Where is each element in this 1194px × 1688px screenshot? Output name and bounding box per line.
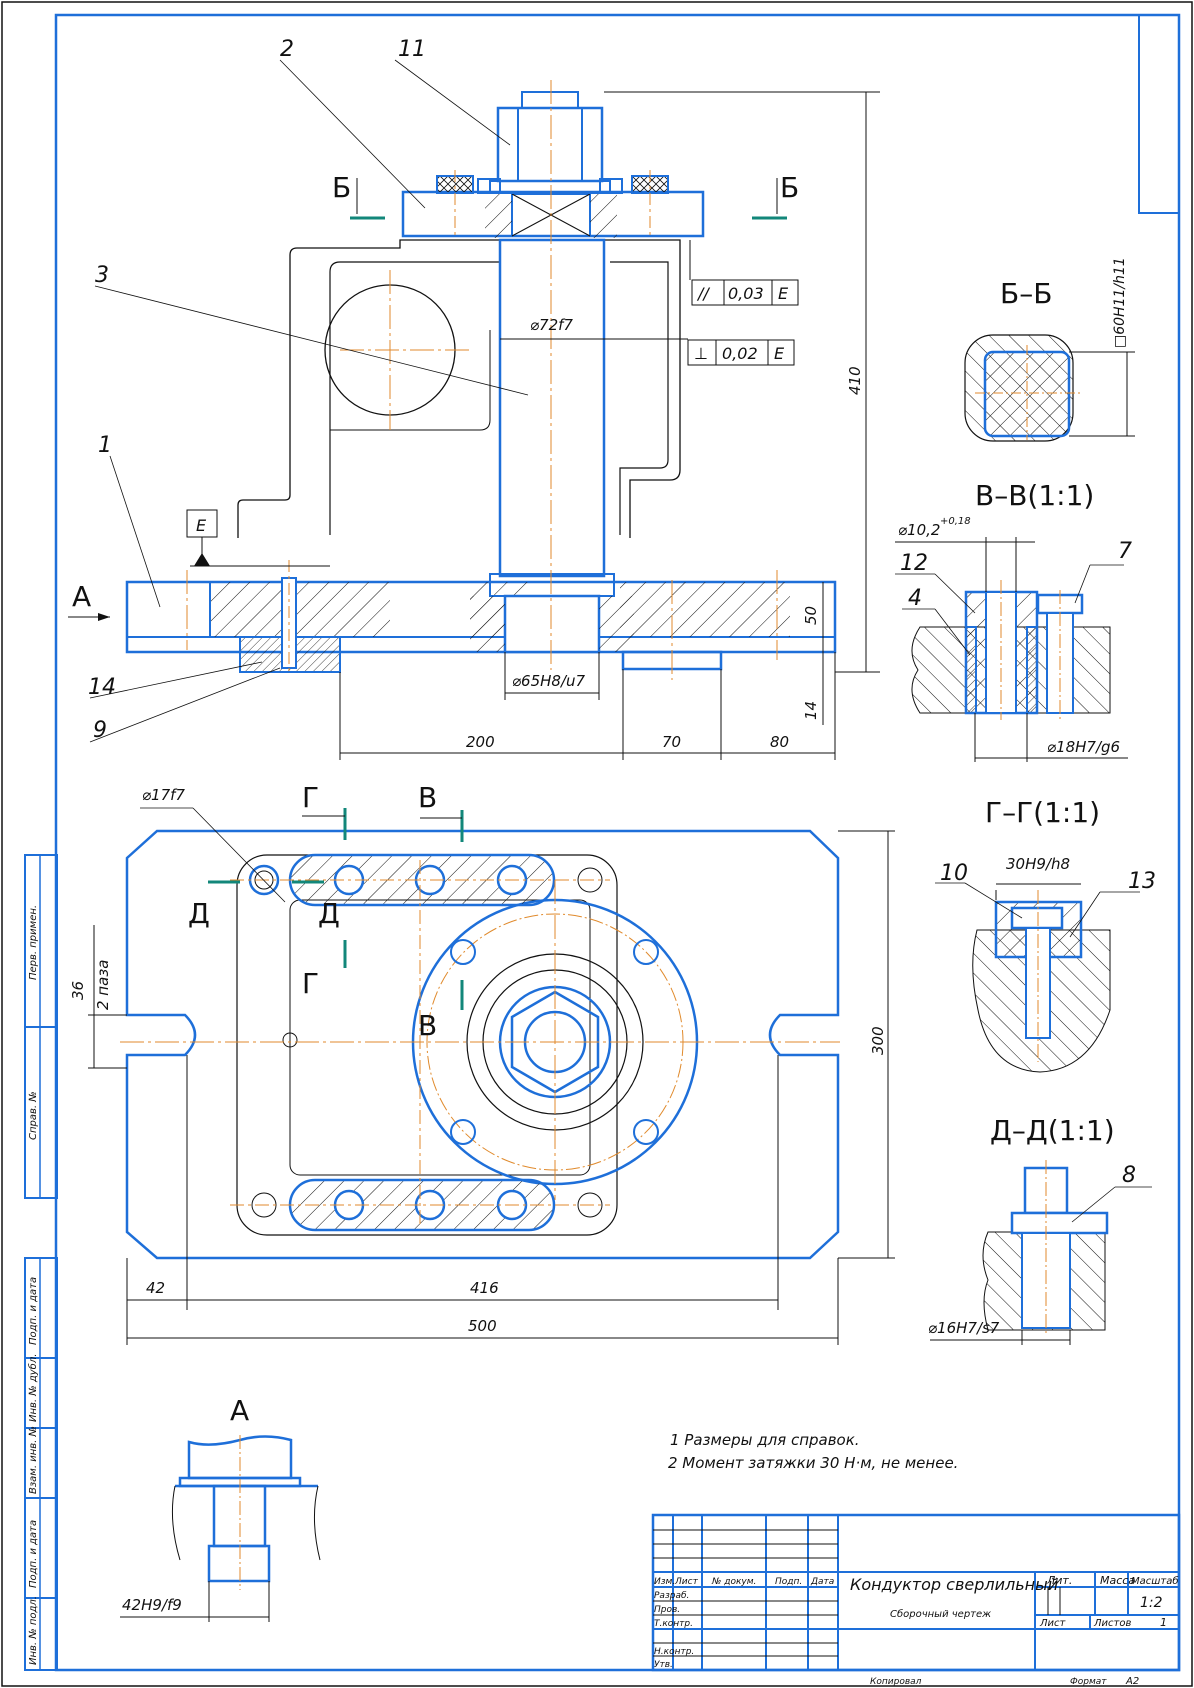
plan-view bbox=[88, 807, 895, 1345]
front-view bbox=[68, 59, 880, 760]
side-stamp: Перв. примен. Справ. № Подп. и дата Инв.… bbox=[24, 854, 58, 1671]
dim-a42: 42H9/f9 bbox=[122, 1596, 182, 1614]
section-mark-b-left: Б bbox=[332, 171, 351, 204]
dim-d10-tol: +0,18 bbox=[940, 516, 971, 527]
tolerance-datum: Е bbox=[778, 284, 789, 303]
tolerance-symbol: ⊥ bbox=[694, 344, 708, 363]
tb-copied: Копировал bbox=[870, 1677, 922, 1687]
dim-36: 36 bbox=[69, 981, 87, 1000]
tb-scale-value: 1:2 bbox=[1140, 1595, 1163, 1611]
tb-mass: Масса bbox=[1100, 1574, 1135, 1587]
dim-70: 70 bbox=[662, 733, 681, 751]
tb-sheet: Лист bbox=[1039, 1618, 1067, 1629]
dim-300: 300 bbox=[869, 1026, 887, 1055]
dim-slots: 2 паза bbox=[94, 960, 112, 1010]
dim-d10: ⌀10,2 bbox=[898, 521, 940, 539]
technical-note: 2 Момент затяжки 30 Н·м, не менее. bbox=[668, 1454, 958, 1472]
section-mark-d: Д bbox=[188, 897, 210, 930]
tb-sheets-count: 1 bbox=[1160, 1616, 1167, 1629]
tb-scale-label: Масштаб bbox=[1131, 1575, 1179, 1587]
section-mark-d: Д bbox=[318, 897, 340, 930]
tolerance-datum: Е bbox=[774, 344, 785, 363]
tolerance-value: 0,03 bbox=[728, 284, 764, 303]
side-stamp-label: Подп. и дата bbox=[28, 1277, 39, 1345]
position-label: 13 bbox=[1128, 869, 1156, 894]
side-stamp-label: Перв. примен. bbox=[28, 905, 39, 980]
tb-header-izm: Изм. bbox=[654, 1577, 675, 1587]
view-title-a: А bbox=[230, 1394, 249, 1427]
side-stamp-label: Справ. № bbox=[28, 1091, 39, 1140]
section-gg bbox=[935, 882, 1140, 1073]
dim-d72: ⌀72f7 bbox=[530, 316, 573, 334]
drawing-title: Кондуктор сверлильный bbox=[850, 1575, 1058, 1594]
position-label: 2 bbox=[280, 37, 294, 62]
tb-role: Пров. bbox=[654, 1605, 680, 1615]
tb-format-label: Формат bbox=[1070, 1677, 1107, 1687]
section-mark-b-right: Б bbox=[780, 171, 799, 204]
section-title-gg: Г–Г(1:1) bbox=[985, 796, 1100, 829]
dim-w30: 30H9/h8 bbox=[1006, 855, 1070, 873]
dim-14: 14 bbox=[802, 701, 820, 720]
position-label: 9 bbox=[93, 718, 107, 743]
tolerance-symbol: // bbox=[696, 284, 710, 303]
technical-note: 1 Размеры для справок. bbox=[670, 1431, 860, 1449]
side-stamp-label: Инв. № подл. bbox=[28, 1596, 39, 1665]
dim-410: 410 bbox=[846, 366, 864, 395]
section-mark-g: Г bbox=[302, 967, 319, 1000]
section-mark-v: В bbox=[418, 1009, 437, 1042]
section-dd bbox=[930, 1160, 1152, 1345]
inner-frame bbox=[54, 13, 1181, 1672]
position-label: 11 bbox=[398, 37, 426, 62]
dim-416: 416 bbox=[470, 1279, 499, 1297]
top-right-stamp-box bbox=[1138, 14, 1180, 214]
dim-d16: ⌀16H7/s7 bbox=[928, 1319, 1000, 1337]
position-label: 14 bbox=[88, 675, 116, 700]
section-vv bbox=[895, 537, 1128, 762]
tb-header-doc: № докум. bbox=[711, 1577, 756, 1587]
datum-e-label: Е bbox=[196, 516, 207, 535]
tb-format: А2 bbox=[1125, 1676, 1139, 1687]
side-stamp-label: Инв. № дубл. bbox=[27, 1354, 39, 1422]
tb-role: Н.контр. bbox=[654, 1647, 694, 1657]
tb-header-sign: Подп. bbox=[775, 1577, 802, 1587]
section-title-bb: Б–Б bbox=[1000, 277, 1052, 310]
section-mark-g: Г bbox=[302, 781, 319, 814]
tb-role: Утв. bbox=[654, 1660, 673, 1670]
section-bb bbox=[964, 334, 1135, 442]
dim-50: 50 bbox=[802, 606, 820, 625]
tb-role: Разраб. bbox=[654, 1591, 689, 1601]
dim-80: 80 bbox=[770, 733, 789, 751]
side-stamp-label: Взам. инв. № bbox=[28, 1426, 39, 1494]
position-label: 8 bbox=[1122, 1163, 1136, 1188]
section-title-dd: Д–Д(1:1) bbox=[990, 1114, 1115, 1147]
position-label: 7 bbox=[1118, 539, 1132, 564]
position-label: 1 bbox=[98, 433, 112, 458]
position-label: 4 bbox=[908, 586, 922, 611]
dim-500: 500 bbox=[468, 1317, 497, 1335]
dim-sq60: □60H11/h11 bbox=[1112, 257, 1128, 348]
dim-d65: ⌀65H8/u7 bbox=[512, 672, 586, 690]
tb-header-date: Дата bbox=[810, 1577, 834, 1587]
dim-d17: ⌀17f7 bbox=[142, 786, 185, 804]
tb-role: Т.контр. bbox=[654, 1619, 693, 1629]
view-a-mark: А bbox=[72, 580, 91, 613]
tb-header-list: Лист bbox=[674, 1577, 699, 1587]
position-label: 12 bbox=[900, 551, 928, 576]
tolerance-value: 0,02 bbox=[722, 344, 758, 363]
view-a bbox=[120, 1435, 321, 1622]
side-stamp-label: Подп. и дата bbox=[28, 1520, 39, 1588]
section-title-vv: В–В(1:1) bbox=[975, 479, 1094, 512]
tb-lit: Лит. bbox=[1046, 1574, 1072, 1587]
position-label: 3 bbox=[95, 263, 109, 288]
drawing-subtitle: Сборочный чертеж bbox=[890, 1608, 991, 1620]
dim-200: 200 bbox=[466, 733, 495, 751]
position-label: 10 bbox=[940, 861, 968, 886]
dim-d18: ⌀18H7/g6 bbox=[1047, 738, 1120, 756]
title-block bbox=[651, 1513, 1181, 1672]
section-mark-v: В bbox=[418, 781, 437, 814]
tb-sheets: Листов bbox=[1093, 1618, 1131, 1629]
dim-42: 42 bbox=[146, 1279, 165, 1297]
